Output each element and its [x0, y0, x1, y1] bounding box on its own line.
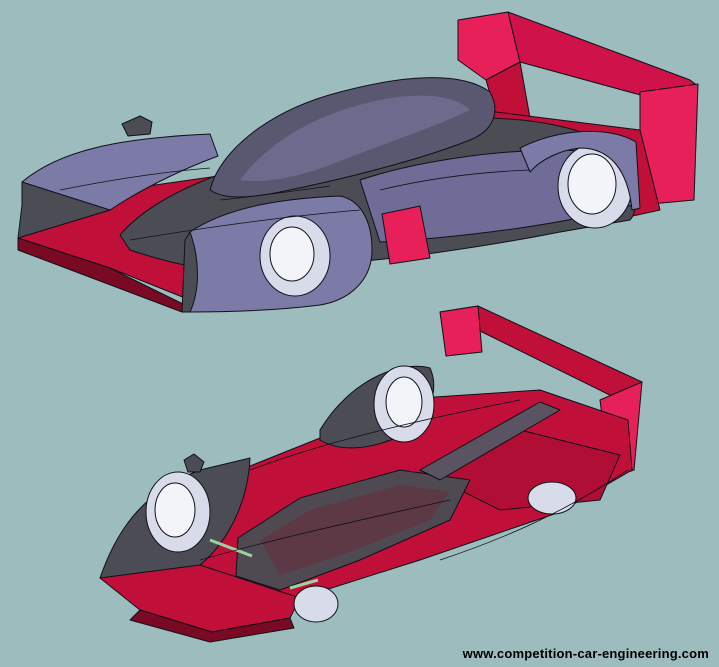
rear-right-rim: [567, 153, 617, 215]
watermark-url: www.competition-car-engineering.com: [462, 646, 709, 661]
underfloor-texture: [260, 485, 450, 575]
underside-rear-right-tire: [527, 481, 577, 515]
underside-rear-left-rim: [385, 376, 423, 428]
front-right-rim: [269, 226, 315, 282]
floor-panel-lines: [199, 399, 629, 561]
suspension-arms: [209, 538, 319, 590]
front-right-fender-shadow: [181, 231, 198, 313]
underside-rear-wing-endplate: [439, 305, 483, 357]
underside-front-right-tire: [293, 585, 339, 623]
canopy-highlight: [240, 95, 470, 182]
underside-front-left-rim: [154, 482, 196, 538]
top-view-render: [17, 11, 699, 313]
left-mirror: [121, 115, 153, 137]
underside-front-lip: [129, 609, 295, 643]
front-left-fender-side: [17, 181, 111, 239]
underside-mirror: [183, 453, 205, 473]
rear-wing-main-plane: [507, 11, 699, 97]
rear-right-fender: [519, 130, 641, 211]
central-keel: [419, 401, 561, 481]
underside-view-render: [99, 305, 643, 643]
body-panel-lines: [59, 167, 531, 241]
rear-side-panel: [381, 205, 431, 265]
